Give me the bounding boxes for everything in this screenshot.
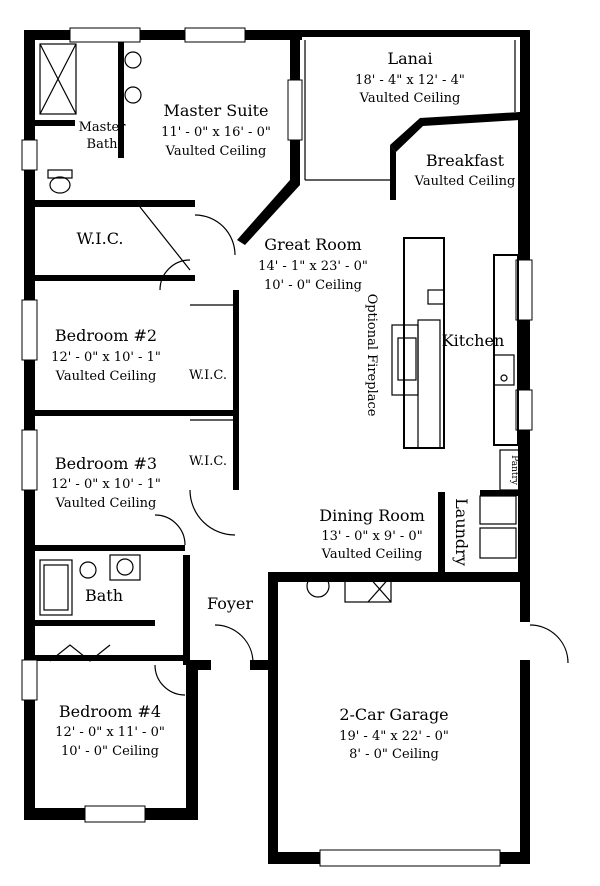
optional-fireplace-label: Optional Fireplace: [364, 294, 379, 417]
room-bedroom-3: Bedroom #3 12' - 0" x 10' - 1" Vaulted C…: [51, 454, 161, 511]
fixtures: [39, 40, 569, 696]
breakfast-name: Breakfast: [426, 151, 505, 170]
laundry-label: Laundry: [452, 498, 471, 566]
great-room-dims: 14' - 1" x 23' - 0": [258, 259, 368, 274]
kitchen-name: Kitchen: [442, 331, 505, 350]
room-master-bath: Master Bath: [79, 120, 127, 152]
lanai-name: Lanai: [387, 49, 432, 68]
room-bedroom-4: Bedroom #4 12' - 0" x 11' - 0" 10' - 0" …: [55, 702, 165, 759]
windows: [21, 27, 533, 867]
breakfast-ceiling: Vaulted Ceiling: [414, 174, 516, 189]
master-bath-line2: Bath: [87, 137, 119, 152]
bedroom2-ceiling: Vaulted Ceiling: [55, 369, 157, 384]
bedroom2-dims: 12' - 0" x 10' - 1": [51, 350, 161, 365]
bedroom2-name: Bedroom #2: [55, 326, 157, 345]
great-room-ceiling: 10' - 0" Ceiling: [264, 278, 362, 293]
lanai-ceiling: Vaulted Ceiling: [359, 91, 461, 106]
lanai-dims: 18' - 4" x 12' - 4": [355, 73, 465, 88]
great-room-name: Great Room: [264, 235, 361, 254]
dining-room-dims: 13' - 0" x 9' - 0": [321, 529, 422, 544]
wic2-name: W.I.C.: [189, 368, 227, 383]
room-dining: Dining Room 13' - 0" x 9' - 0" Vaulted C…: [319, 506, 424, 562]
dining-room-ceiling: Vaulted Ceiling: [321, 547, 423, 562]
garage-ceiling: 8' - 0" Ceiling: [349, 747, 439, 762]
pantry-label: Pantry: [509, 455, 519, 486]
room-great-room: Great Room 14' - 1" x 23' - 0" 10' - 0" …: [258, 235, 368, 293]
master-suite-dims: 11' - 0" x 16' - 0": [161, 125, 271, 140]
garage-dims: 19' - 4" x 22' - 0": [339, 729, 449, 744]
bedroom3-ceiling: Vaulted Ceiling: [55, 496, 157, 511]
bedroom3-dims: 12' - 0" x 10' - 1": [51, 477, 161, 492]
room-master-suite: Master Suite 11' - 0" x 16' - 0" Vaulted…: [161, 101, 271, 159]
bedroom4-name: Bedroom #4: [59, 702, 161, 721]
garage-name: 2-Car Garage: [339, 705, 448, 724]
wic3-name: W.I.C.: [189, 454, 227, 469]
bedroom4-ceiling: 10' - 0" Ceiling: [61, 744, 159, 759]
room-lanai: Lanai 18' - 4" x 12' - 4" Vaulted Ceilin…: [355, 49, 465, 106]
foyer-name: Foyer: [207, 594, 253, 613]
bedroom4-dims: 12' - 0" x 11' - 0": [55, 725, 165, 740]
room-garage: 2-Car Garage 19' - 4" x 22' - 0" 8' - 0"…: [339, 705, 449, 762]
wic-master-name: W.I.C.: [77, 229, 124, 248]
master-bath-line1: Master: [79, 120, 127, 135]
room-bedroom-2: Bedroom #2 12' - 0" x 10' - 1" Vaulted C…: [51, 326, 161, 384]
bath-name: Bath: [85, 586, 123, 605]
master-suite-ceiling: Vaulted Ceiling: [165, 144, 267, 159]
room-breakfast: Breakfast Vaulted Ceiling: [414, 151, 516, 189]
interior-walls: [35, 40, 520, 665]
master-suite-name: Master Suite: [163, 101, 268, 120]
dining-room-name: Dining Room: [319, 506, 424, 525]
bedroom3-name: Bedroom #3: [55, 454, 157, 473]
